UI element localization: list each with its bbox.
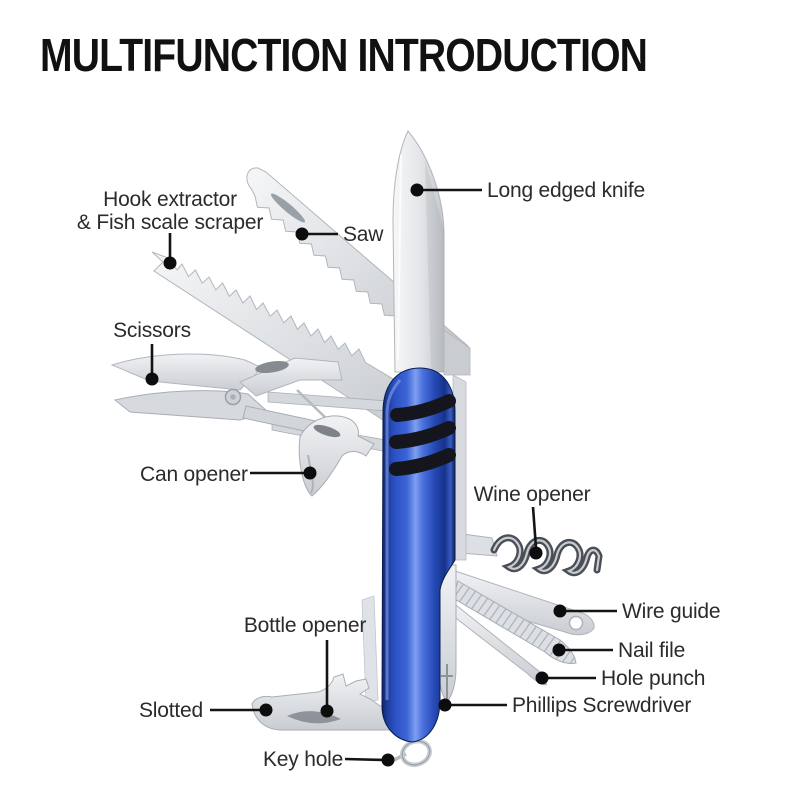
phillips-screwdriver-part	[437, 374, 467, 703]
can-opener-part	[298, 415, 375, 497]
label-scissors: Scissors	[113, 319, 191, 342]
leader-dots	[145, 183, 567, 767]
label-hole-punch: Hole punch	[601, 667, 706, 690]
label-hook-extractor-line1: Hook extractor	[103, 188, 237, 211]
label-saw: Saw	[343, 223, 384, 246]
grip-slots	[389, 394, 456, 476]
label-phillips-screwdriver: Phillips Screwdriver	[512, 694, 692, 717]
label-long-edged-knife: Long edged knife	[487, 179, 645, 202]
nail-file-part	[452, 580, 577, 664]
wine-opener-part	[447, 531, 603, 577]
label-slotted: Slotted	[139, 699, 203, 722]
page-title: MULTIFUNCTION INTRODUCTION	[40, 29, 648, 81]
label-key-hole: Key hole	[263, 748, 344, 771]
label-wire-guide: Wire guide	[622, 600, 721, 623]
label-nail-file: Nail file	[618, 639, 686, 662]
label-can-opener: Can opener	[140, 463, 248, 486]
handle-part	[381, 367, 456, 743]
leader-lines	[150, 188, 617, 762]
label-wine-opener: Wine opener	[473, 483, 591, 506]
label-hook-extractor-line2: & Fish scale scraper	[76, 211, 264, 234]
label-hook-extractor: Hook extractor & Fish scale scraper	[77, 188, 263, 234]
label-bottle-opener: Bottle opener	[243, 614, 367, 637]
wire-guide-part	[451, 569, 595, 636]
